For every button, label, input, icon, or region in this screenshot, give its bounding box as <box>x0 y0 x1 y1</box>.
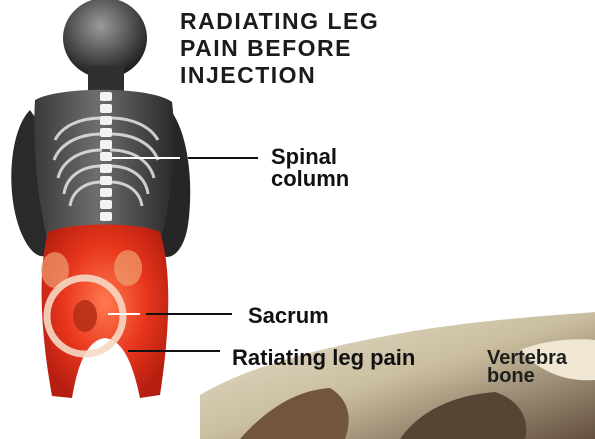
label-spinal-line-1: Spinal <box>271 146 349 168</box>
label-vertebra-bone: Vertebra bone <box>487 349 567 385</box>
label-vertebra-line-2: bone <box>487 367 567 385</box>
label-sacrum: Sacrum <box>248 305 329 327</box>
diagram-title: RADIATING LEG PAIN BEFORE INJECTION <box>180 8 480 89</box>
label-spinal-line-2: column <box>271 168 349 190</box>
pelvis-right-shape <box>114 250 142 286</box>
label-spinal-column: Spinal column <box>271 146 349 190</box>
sacrum-bone <box>73 300 97 332</box>
title-line-1: RADIATING LEG <box>180 8 480 35</box>
spine <box>100 92 112 221</box>
label-leg-pain: Ratiating leg pain <box>232 347 415 369</box>
title-line-3: INJECTION <box>180 62 480 89</box>
title-line-2: PAIN BEFORE <box>180 35 480 62</box>
pain-region <box>42 225 169 399</box>
